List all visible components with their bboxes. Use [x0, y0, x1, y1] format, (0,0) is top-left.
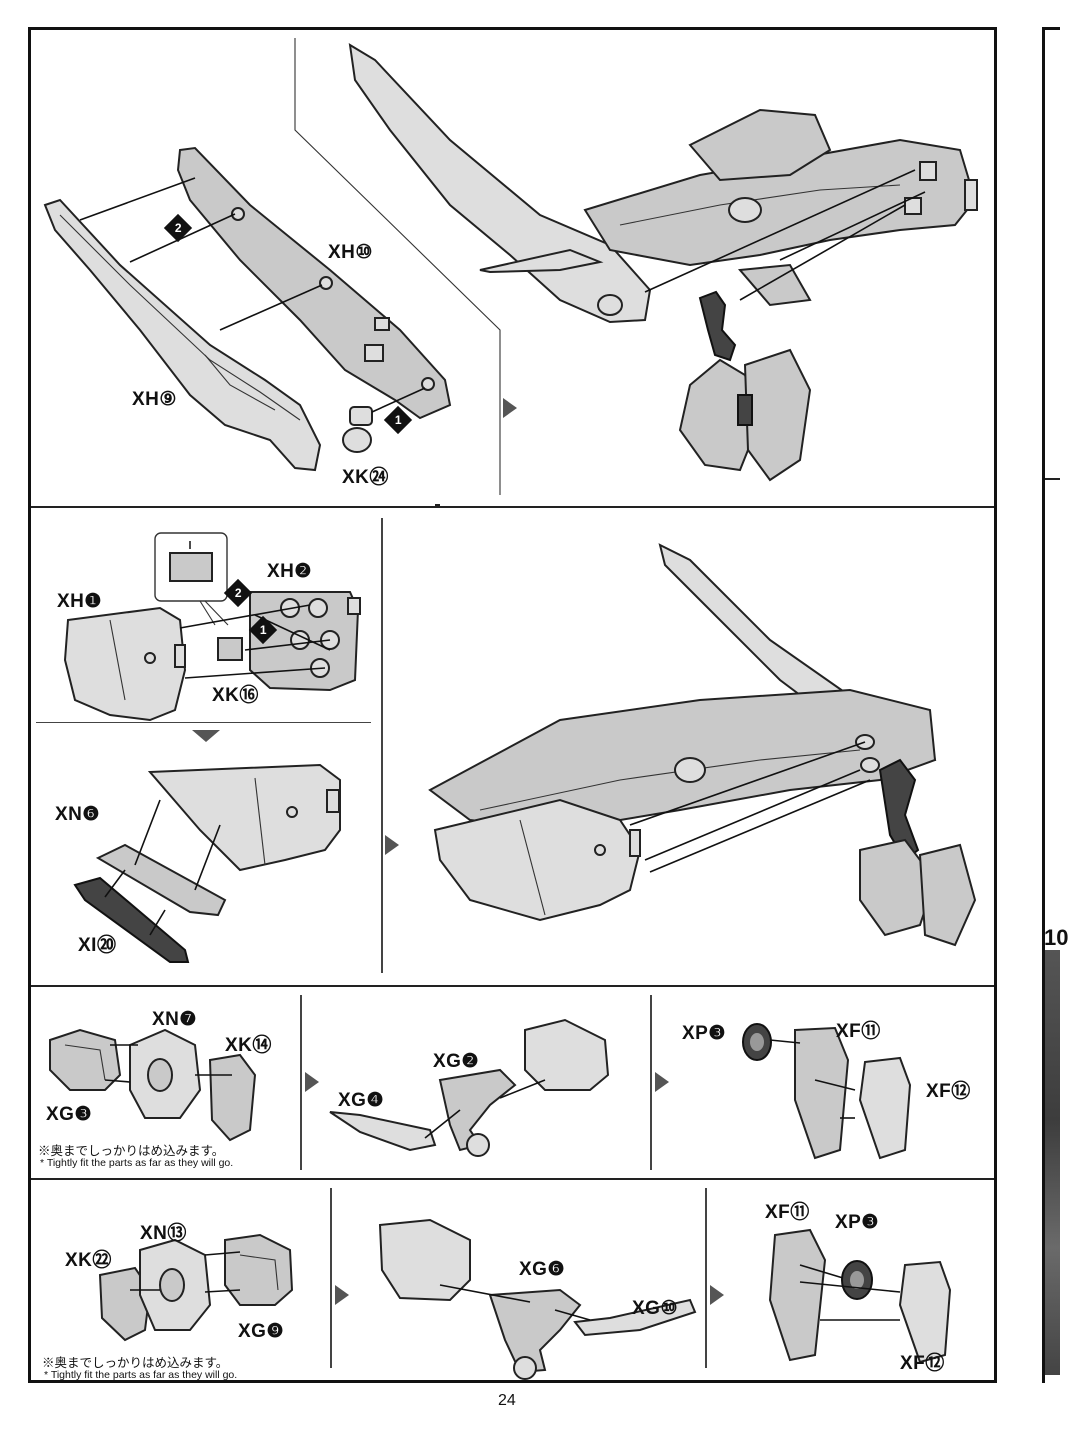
section-divider-1	[31, 506, 994, 508]
label-xk16: XK⑯	[212, 685, 259, 706]
next-step-arrow	[710, 1285, 724, 1305]
next-step-arrow	[655, 1072, 669, 1092]
label-xf11: XF⑪	[836, 1021, 881, 1042]
section-divider-2	[31, 985, 994, 987]
note-en: * Tightly fit the parts as far as they w…	[40, 1157, 234, 1169]
label-xp3: XP❸	[835, 1212, 879, 1233]
assembled-wing-a	[348, 43, 978, 482]
down-arrow	[192, 730, 220, 742]
label-xn6: XN❻	[55, 804, 100, 825]
part-xk14	[208, 1053, 257, 1142]
label-xh10: XH⑩	[328, 242, 373, 263]
adjacent-page-edge	[1042, 27, 1060, 1383]
label-xh1: XH❶	[57, 591, 102, 612]
part-xn-shell-d	[378, 1218, 471, 1302]
part-xn-shell-c	[524, 1018, 610, 1091]
part-xk22	[98, 1266, 152, 1342]
label-xp3: XP❸	[682, 1023, 726, 1044]
label-xk24: XK㉔	[342, 467, 389, 488]
label-xg9: XG❾	[238, 1321, 284, 1342]
label-xk14: XK⑭	[225, 1035, 272, 1056]
assembled-wing-b	[428, 504, 977, 947]
next-step-arrow	[335, 1285, 349, 1305]
next-step-arrow	[503, 398, 517, 418]
part-xh10-fin	[176, 146, 452, 420]
part-xg2	[438, 1068, 517, 1152]
part-xh1	[63, 606, 187, 722]
label-xf11: XF⑪	[765, 1202, 810, 1223]
part-xg9-shell	[224, 1233, 294, 1306]
label-xn7: XN❼	[152, 1009, 197, 1030]
part-xg10	[573, 1298, 697, 1337]
part-xh9-fin	[43, 198, 322, 472]
note-jp: ※奥までしっかりはめ込みます。	[38, 1144, 225, 1158]
next-step-arrow	[385, 835, 399, 855]
part-xf12-d	[898, 1260, 952, 1364]
label-xg2: XG❷	[433, 1051, 479, 1072]
callout-bubble	[154, 532, 229, 626]
label-xh9: XH⑨	[132, 389, 177, 410]
adjacent-page-divider	[1045, 478, 1060, 480]
part-xk24	[342, 406, 373, 453]
column-divider-b	[381, 518, 383, 973]
label-xf12: XF⑫	[900, 1353, 945, 1374]
label-xg6: XG❻	[519, 1259, 565, 1280]
note-en: * Tightly fit the parts as far as they w…	[44, 1369, 238, 1381]
column-divider-c1	[300, 995, 302, 1170]
part-xg3-shell	[49, 1028, 122, 1091]
label-xg3: XG❸	[46, 1104, 92, 1125]
part-xn6-cover	[147, 763, 341, 872]
label-xk22: XK㉒	[65, 1250, 112, 1271]
part-xh2	[249, 591, 361, 692]
part-xf11-d	[768, 1228, 827, 1362]
part-xi20-rail	[73, 876, 190, 963]
column-divider-d1	[330, 1188, 332, 1368]
part-xn6-rail	[95, 843, 227, 917]
column-divider-c2	[650, 995, 652, 1170]
next-step-arrow	[305, 1072, 319, 1092]
section-divider-3	[31, 1178, 994, 1180]
sub-step-divider	[36, 722, 371, 723]
page-number: 24	[498, 1392, 516, 1409]
part-xg6	[488, 1288, 582, 1374]
label-xf12: XF⑫	[926, 1081, 971, 1102]
note-jp: ※奥までしっかりはめ込みます。	[42, 1356, 229, 1370]
label-xh2: XH❷	[267, 561, 312, 582]
column-divider-d2	[705, 1188, 707, 1368]
label-xg10: XG⑩	[632, 1298, 678, 1319]
label-xn13: XN⑬	[140, 1223, 187, 1244]
label-xi20: XI⑳	[78, 935, 117, 956]
label-xg4: XG❹	[338, 1090, 384, 1111]
part-xk16	[217, 637, 243, 661]
adjacent-step-number: 10	[1044, 925, 1068, 950]
adjacent-page-photo	[1045, 950, 1060, 1375]
part-xf12	[858, 1056, 912, 1160]
part-xf11	[794, 1026, 850, 1160]
part-xg4	[329, 1111, 437, 1152]
